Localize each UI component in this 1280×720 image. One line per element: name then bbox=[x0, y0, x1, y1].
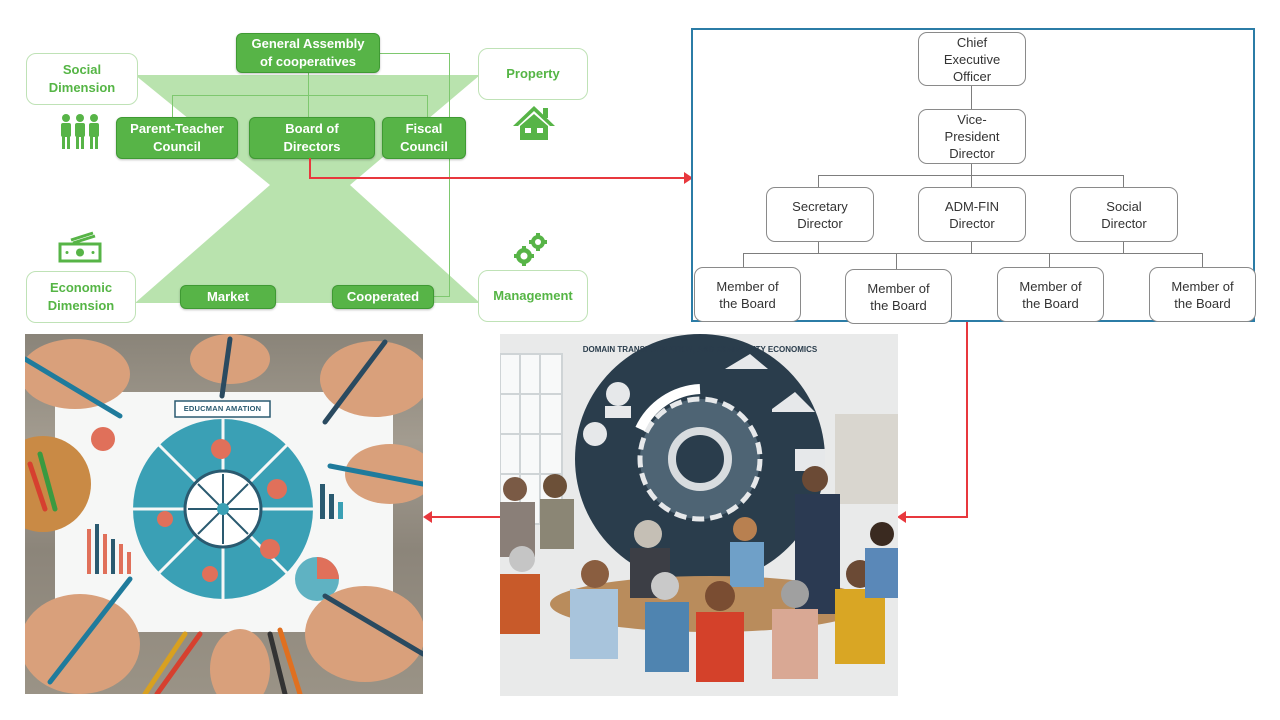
red-connector bbox=[309, 177, 687, 179]
connector-line bbox=[172, 95, 428, 96]
board-of-directors-box: Board of Directors bbox=[249, 117, 375, 159]
illustration-art bbox=[25, 334, 423, 694]
red-connector bbox=[309, 158, 311, 178]
secretary-director-box: Secretary Director bbox=[766, 187, 874, 242]
connector-line bbox=[172, 95, 173, 118]
management-box: Management bbox=[478, 270, 588, 322]
member-of-board-box: Member of the Board bbox=[1149, 267, 1256, 322]
org-connector bbox=[1123, 175, 1124, 187]
connector-line bbox=[449, 53, 450, 297]
org-connector bbox=[1123, 240, 1124, 254]
social-dimension-box: Social Dimension bbox=[26, 53, 138, 105]
org-connector bbox=[1049, 253, 1050, 267]
member-of-board-box: Member of the Board bbox=[997, 267, 1104, 322]
economic-dimension-box: Economic Dimension bbox=[26, 271, 136, 323]
red-connector bbox=[966, 322, 968, 517]
fiscal-council-box: Fiscal Council bbox=[382, 117, 466, 159]
general-assembly-box: General Assembly of cooperatives bbox=[236, 33, 380, 73]
org-connector bbox=[971, 162, 972, 187]
house-icon bbox=[513, 106, 555, 140]
social-director-box: Social Director bbox=[1070, 187, 1178, 242]
arrow-head-icon bbox=[897, 511, 906, 523]
meeting-people bbox=[500, 466, 898, 682]
poster-title-box bbox=[174, 400, 271, 418]
people-icon bbox=[61, 114, 99, 149]
ceo-box: Chief Executive Officer bbox=[918, 32, 1026, 86]
member-of-board-box: Member of the Board bbox=[694, 267, 801, 322]
red-connector bbox=[905, 516, 968, 518]
connector-line bbox=[427, 95, 428, 118]
market-box: Market bbox=[180, 285, 276, 309]
arrow-head-icon bbox=[423, 511, 432, 523]
gears-icon bbox=[514, 233, 547, 266]
org-connector bbox=[818, 175, 819, 187]
mural-text: DOMAIN TRANSFORMATION, AND COMMUNITY ECO… bbox=[583, 345, 818, 354]
org-connector bbox=[971, 84, 972, 110]
member-of-board-box: Member of the Board bbox=[845, 269, 952, 324]
org-connector bbox=[743, 253, 744, 267]
org-connector bbox=[743, 253, 1202, 254]
hourglass-bottom bbox=[135, 185, 480, 303]
connector-line bbox=[432, 296, 450, 297]
bar-chart-sketch bbox=[87, 484, 343, 574]
money-icon bbox=[58, 231, 102, 263]
property-box: Property bbox=[478, 48, 588, 100]
poster-title-label: EDUCMAN AMATION bbox=[183, 404, 262, 413]
illustration-art: DOMAIN TRANSFORMATION, AND COMMUNITY ECO… bbox=[500, 334, 898, 682]
connector-line bbox=[380, 53, 450, 54]
education-illustration bbox=[25, 334, 423, 694]
bookshelf bbox=[835, 414, 898, 504]
meeting-illustration: DOMAIN TRANSFORMATION, AND COMMUNITY ECO… bbox=[500, 334, 898, 696]
org-connector bbox=[971, 240, 972, 254]
vice-president-box: Vice- President Director bbox=[918, 109, 1026, 164]
org-chart-frame bbox=[691, 28, 1255, 322]
cooperated-box: Cooperated bbox=[332, 285, 434, 309]
red-connector bbox=[430, 516, 500, 518]
arrow-head-icon bbox=[684, 172, 693, 184]
adm-fin-director-box: ADM-FIN Director bbox=[918, 187, 1026, 242]
org-connector bbox=[818, 175, 1124, 176]
org-connector bbox=[1202, 253, 1203, 267]
parent-teacher-council-box: Parent-Teacher Council bbox=[116, 117, 238, 159]
org-connector bbox=[818, 240, 819, 254]
org-connector bbox=[896, 253, 897, 269]
